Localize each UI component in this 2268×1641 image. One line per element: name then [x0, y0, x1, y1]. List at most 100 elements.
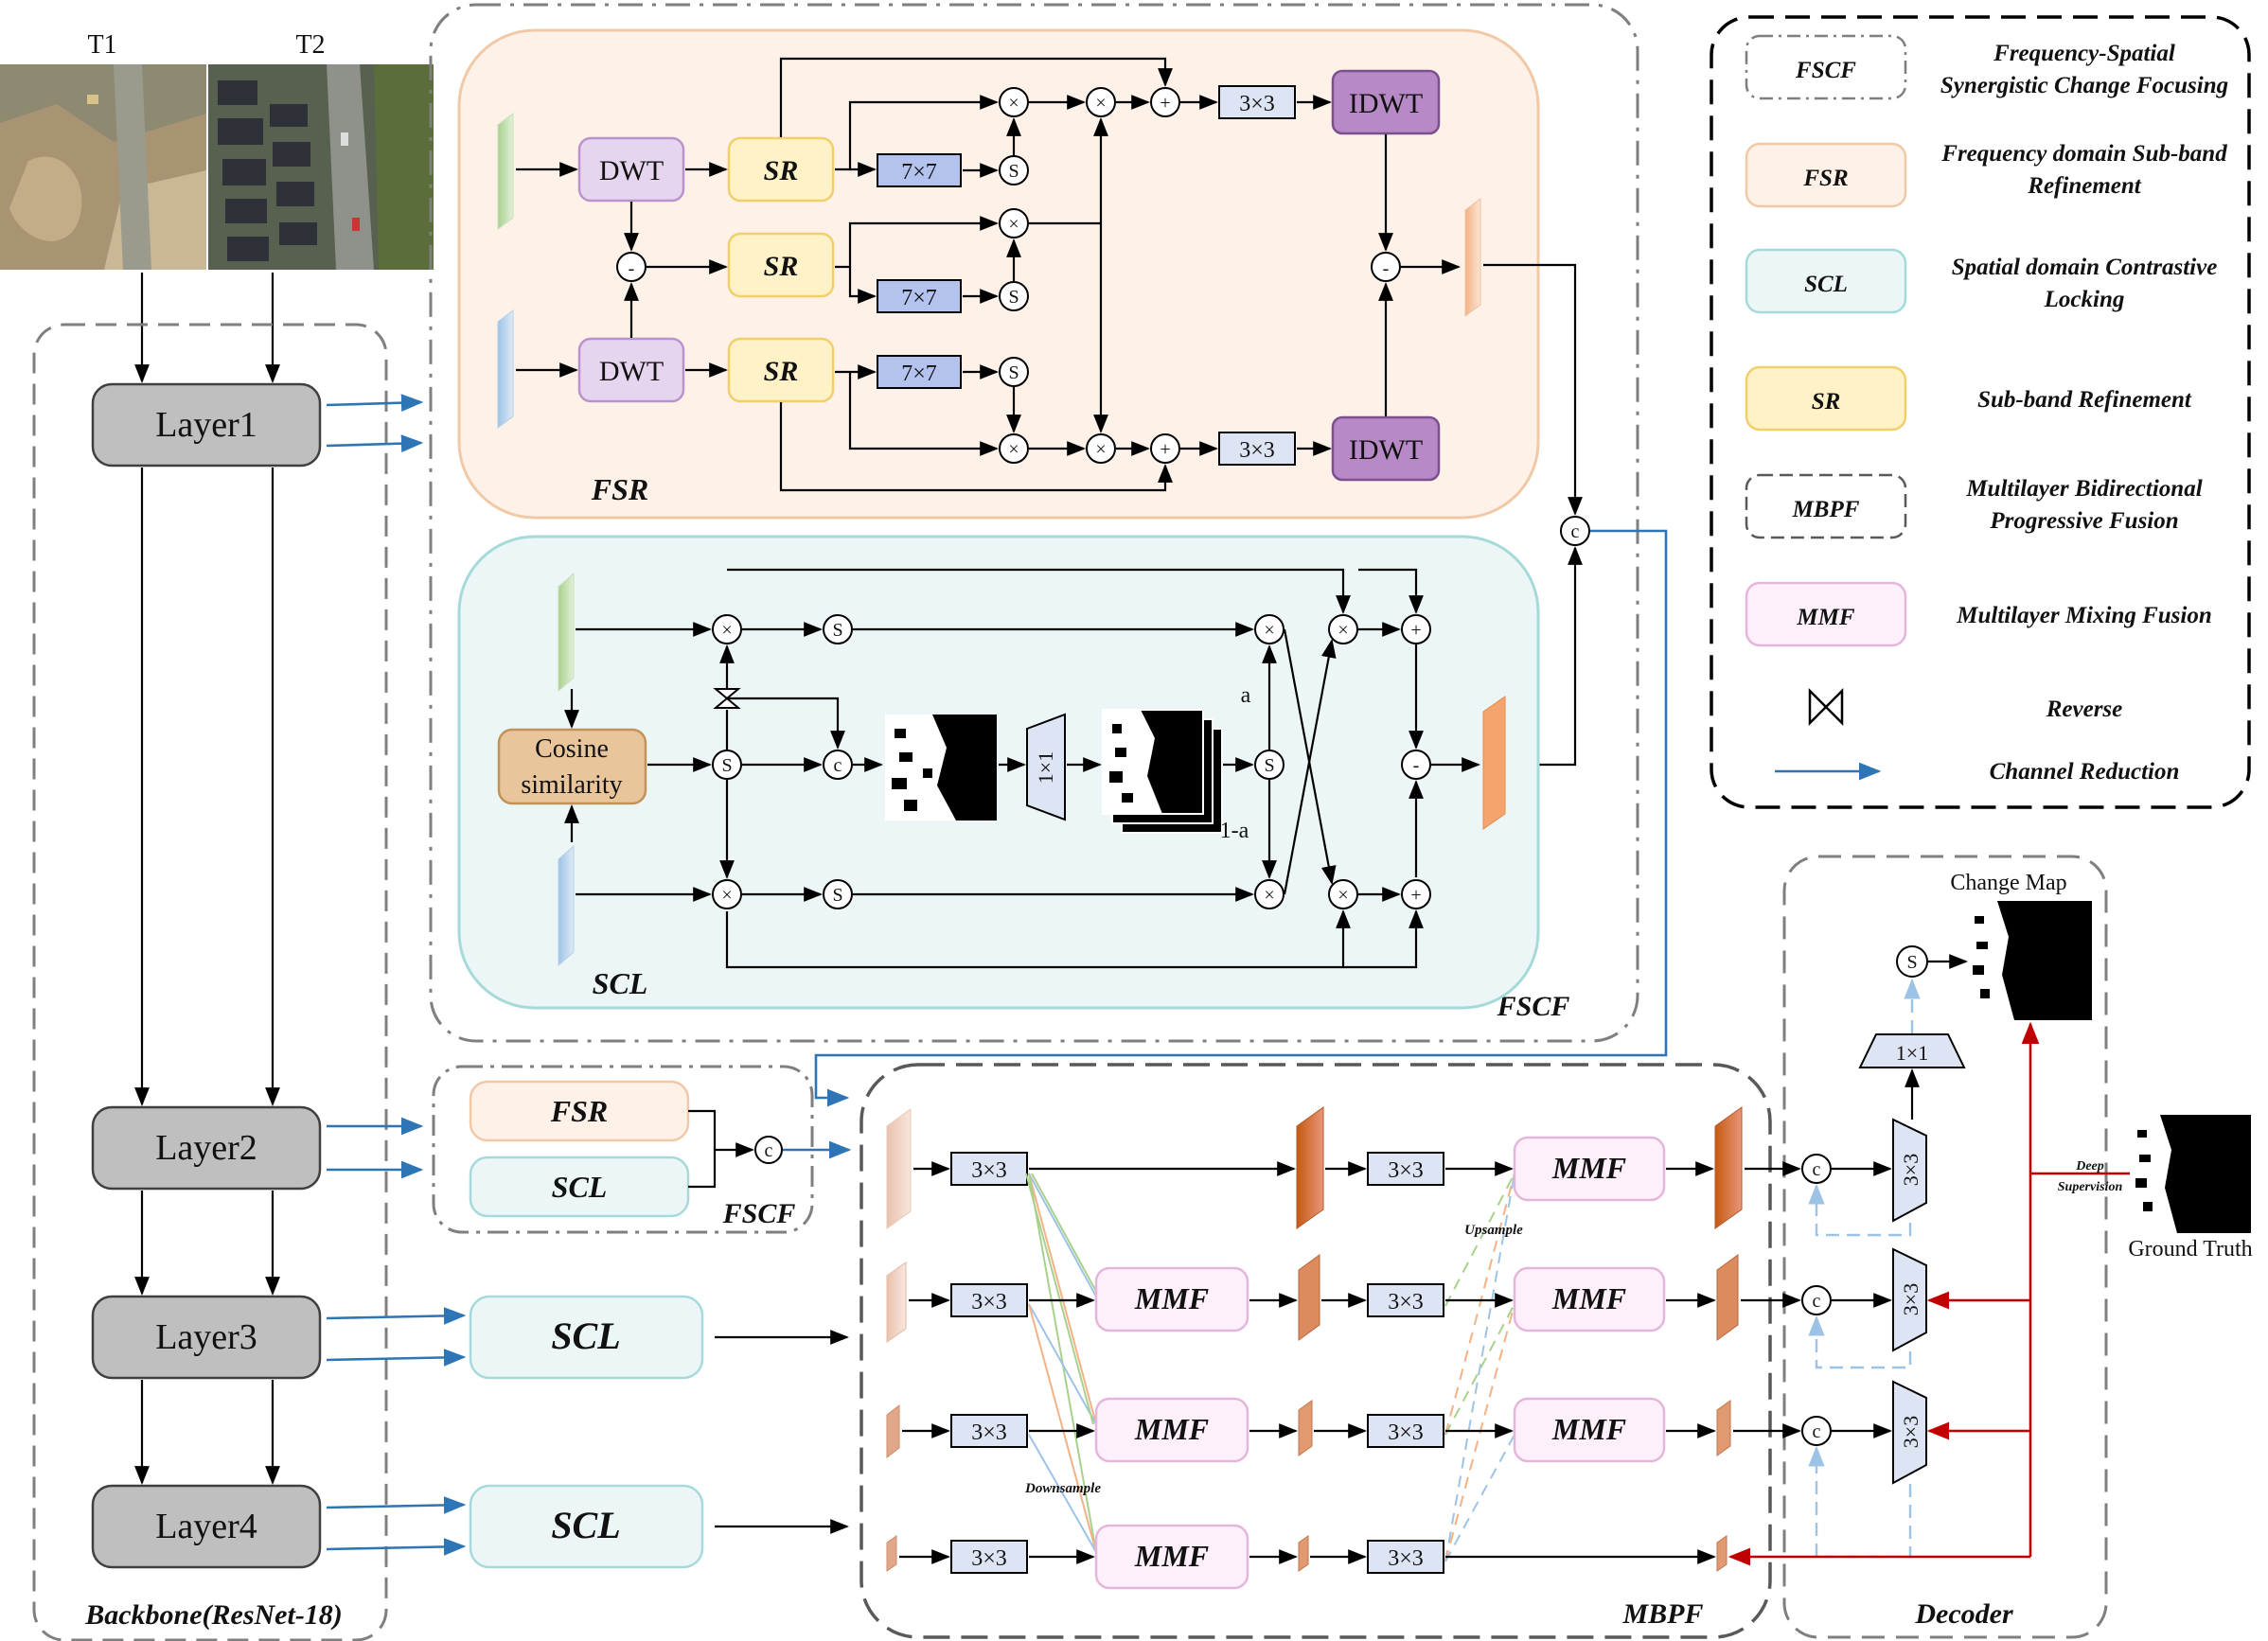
svg-text:DWT: DWT: [599, 356, 664, 387]
ground-truth-label: Ground Truth: [2128, 1237, 2252, 1262]
svg-text:IDWT: IDWT: [1349, 88, 1423, 119]
t1-label: T1: [87, 30, 116, 60]
legend-frame: [1710, 15, 2251, 809]
svg-text:Layer2: Layer2: [155, 1128, 257, 1168]
svg-text:SCL: SCL: [552, 1170, 608, 1204]
fsr-title: FSR: [591, 472, 648, 506]
change-map-label: Change Map: [1950, 871, 2066, 895]
cosine-similarity-box: Cosine similarity: [497, 728, 647, 805]
mbpf-feat-m4: [1298, 1535, 1309, 1572]
decoder-frame: [1782, 855, 2108, 1639]
fsr-mul-mid: [999, 208, 1029, 238]
svg-text:similarity: similarity: [521, 770, 622, 800]
svg-text:FSCF: FSCF: [1795, 58, 1856, 83]
mmf-r1: MMF: [1513, 1136, 1666, 1202]
legend-fscf: FSCF Frequency-Spatial Synergistic Chang…: [1745, 34, 2228, 100]
svg-text:S: S: [1008, 362, 1019, 383]
legend-scl: SCL Spatial domain Contrastive Locking: [1745, 248, 2218, 314]
svg-text:Refinement: Refinement: [2027, 173, 2141, 199]
fsr-mul-2: [1086, 87, 1116, 117]
scl-title: SCL: [593, 966, 648, 1000]
mask-stack: [1102, 709, 1223, 834]
scl-sig-mask: [1254, 750, 1285, 780]
fsr-mul-4: [1086, 433, 1116, 464]
scl-box-layer3: SCL: [469, 1295, 704, 1380]
svg-text:3×3: 3×3: [971, 1290, 1007, 1315]
svg-text:Spatial domain Contrastive: Spatial domain Contrastive: [1952, 255, 2218, 280]
scl-mul-a: [1254, 614, 1285, 644]
scl-sub: [1401, 750, 1431, 780]
svg-text:SCL: SCL: [1804, 272, 1848, 297]
dec-concat-1: [1801, 1154, 1832, 1184]
conv3-fsr-top: 3×3: [1218, 85, 1296, 119]
svg-text:MMF: MMF: [1551, 1412, 1626, 1446]
svg-text:SR: SR: [764, 155, 799, 186]
dwt-top: DWT: [577, 136, 685, 203]
svg-text:3×3: 3×3: [971, 1420, 1007, 1445]
scl-add-top: [1401, 614, 1431, 644]
svg-text:1×1: 1×1: [1896, 1041, 1928, 1065]
svg-text:MMF: MMF: [1134, 1281, 1209, 1315]
scl-output-feature: [1482, 696, 1506, 830]
t2-label: T2: [295, 30, 325, 60]
sr-bottom: SR: [727, 337, 835, 403]
svg-text:Frequency-Spatial: Frequency-Spatial: [1993, 41, 2175, 66]
svg-text:3×3: 3×3: [1239, 92, 1275, 116]
fscf-title: FSCF: [1497, 991, 1570, 1022]
mbpf-feat-l2: [886, 1262, 907, 1343]
mbpf-conv-m3: 3×3: [1367, 1414, 1444, 1448]
svg-text:7×7: 7×7: [901, 160, 937, 185]
change-map-image: [1969, 901, 2092, 1020]
svg-text:Locking: Locking: [2044, 287, 2125, 312]
mbpf-conv-m1: 3×3: [1367, 1152, 1444, 1186]
scl-input-t1: [558, 572, 575, 693]
scl-sig-t1: [823, 614, 853, 644]
svg-text:S: S: [1008, 287, 1019, 308]
dec-concat-2: [1801, 1285, 1832, 1315]
svg-text:3×3: 3×3: [1388, 1420, 1424, 1445]
legend-mmf: MMF Multilayer Mixing Fusion: [1745, 581, 2212, 647]
downsample-lines: [1025, 1173, 1100, 1553]
deep-label: Deep: [2075, 1159, 2104, 1173]
scl-mul-cross-bot: [1328, 879, 1358, 909]
scl-add-bot: [1401, 879, 1431, 909]
dec-conv3-3: 3×3: [1892, 1380, 1927, 1485]
svg-text:-: -: [1413, 755, 1420, 776]
svg-text:MMF: MMF: [1796, 605, 1854, 630]
mbpf-feat-l3: [886, 1403, 900, 1459]
layer2-box: Layer2: [91, 1105, 322, 1191]
svg-text:S: S: [832, 885, 842, 906]
fsr-sig-top: [999, 155, 1029, 185]
fsr-output-feature: [1464, 198, 1481, 317]
svg-text:3×3: 3×3: [1899, 1154, 1922, 1186]
mbpf-feat-r1: [1714, 1106, 1743, 1229]
mmf-r2: MMF: [1513, 1266, 1666, 1332]
idwt-top: IDWT: [1331, 69, 1441, 135]
sr-top: SR: [727, 136, 835, 203]
scl-box-layer4: SCL: [469, 1484, 704, 1569]
svg-text:Channel Reduction: Channel Reduction: [1990, 759, 2180, 785]
svg-text:3×3: 3×3: [971, 1158, 1007, 1183]
svg-text:MBPF: MBPF: [1792, 497, 1860, 522]
scl-mul-t1: [712, 614, 742, 644]
t2-image: [208, 64, 434, 270]
fsr-sub-dwt: [616, 252, 647, 282]
svg-text:c: c: [765, 1140, 773, 1161]
svg-text:×: ×: [1095, 439, 1106, 460]
sr-mid: SR: [727, 232, 835, 298]
svg-text:Reverse: Reverse: [2046, 697, 2123, 722]
fsr-mul-1: [999, 87, 1029, 117]
svg-text:×: ×: [1095, 93, 1106, 114]
dec-conv1: 1×1: [1858, 1033, 1966, 1068]
fscf-to-mbpf-arrow: [814, 529, 1668, 1107]
svg-text:IDWT: IDWT: [1349, 434, 1423, 466]
mbpf-conv-l2: 3×3: [950, 1283, 1028, 1317]
svg-text:MMF: MMF: [1551, 1151, 1626, 1185]
svg-text:Frequency domain Sub-band: Frequency domain Sub-band: [1940, 141, 2227, 167]
backbone-frame: [32, 323, 388, 1641]
svg-text:MMF: MMF: [1134, 1412, 1209, 1446]
svg-text:Multilayer Mixing Fusion: Multilayer Mixing Fusion: [1956, 603, 2212, 628]
svg-text:c: c: [1813, 1291, 1821, 1312]
svg-text:7×7: 7×7: [901, 286, 937, 310]
small-scl-box: SCL: [469, 1156, 690, 1218]
